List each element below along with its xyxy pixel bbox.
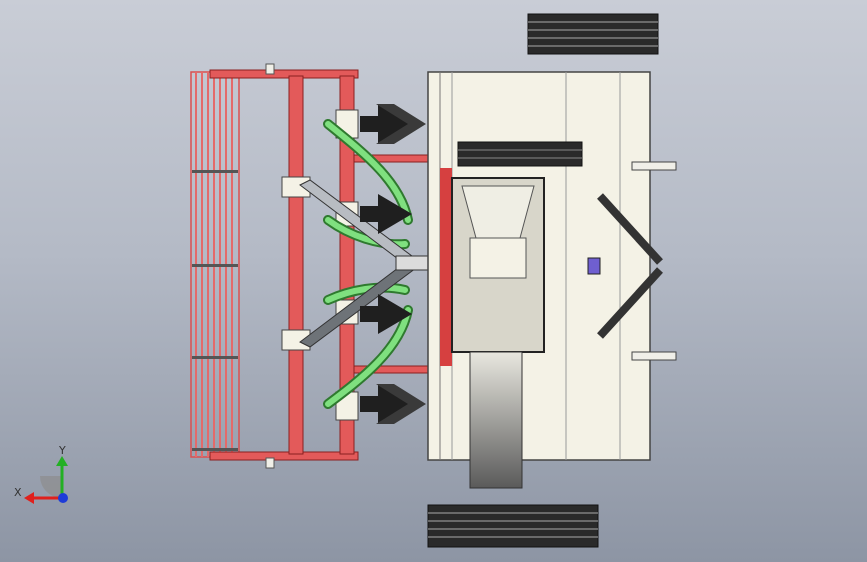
orientation-triad[interactable]: Y X [10,438,80,508]
roller-cage[interactable] [190,71,240,458]
tillage-frame[interactable] [209,63,431,469]
y-arrow-icon [56,456,68,466]
x-axis-label: X [14,486,22,499]
hitch-linkage[interactable] [299,179,437,348]
bottom-drum[interactable] [427,504,599,548]
hydraulic-hoses[interactable] [323,119,413,409]
y-axis-label: Y [58,444,66,457]
z-axis-dot [58,493,68,503]
tines[interactable] [360,104,426,424]
top-drum[interactable] [527,13,659,55]
gearbox-housing[interactable] [427,71,677,489]
x-arrow-icon [24,492,34,504]
triad-plane [40,476,62,498]
